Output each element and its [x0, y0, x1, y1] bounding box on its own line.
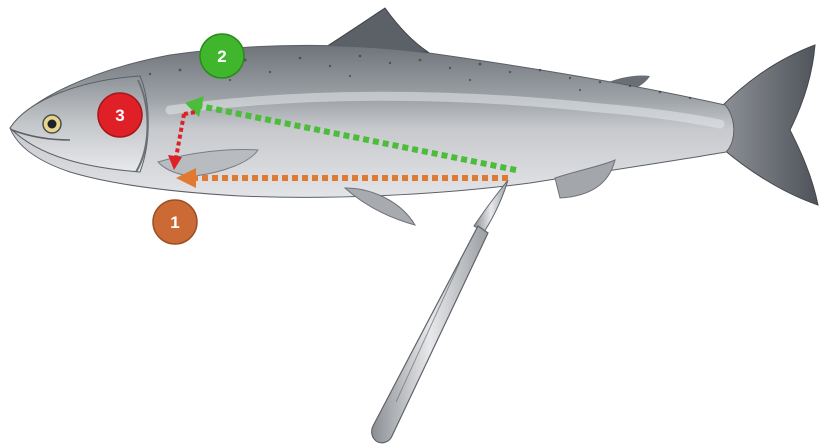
scalpel-groove — [396, 262, 460, 402]
scalpel-icon — [372, 180, 508, 443]
step-badge-3: 3 — [98, 93, 142, 137]
step-3-number: 3 — [115, 106, 124, 125]
step-badge-1: 1 — [153, 200, 197, 244]
step-1-number: 1 — [170, 213, 179, 232]
step-badge-2: 2 — [200, 34, 244, 78]
fish-pupil — [48, 120, 57, 129]
scalpel-handle — [372, 226, 488, 443]
tail-fin — [720, 45, 818, 205]
step-2-number: 2 — [217, 47, 226, 66]
